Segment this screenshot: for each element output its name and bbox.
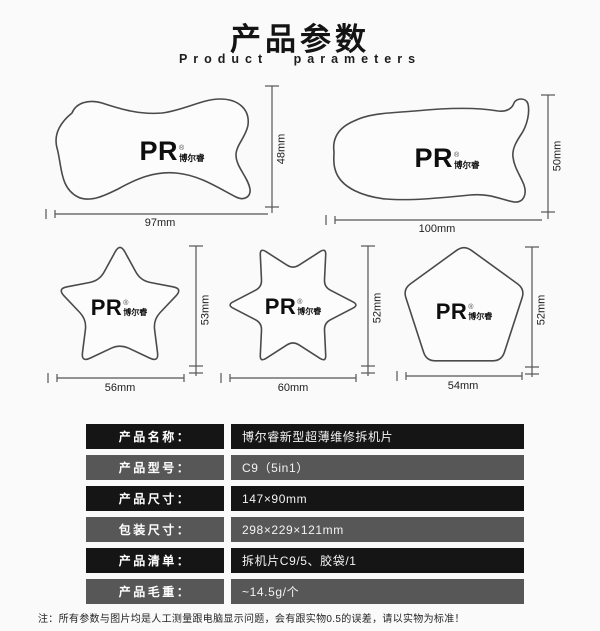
spec-label-model: 产品型号： bbox=[86, 455, 224, 480]
spec-label-gross-weight: 产品毛重： bbox=[86, 579, 224, 604]
dimension-pick-width bbox=[325, 215, 542, 225]
brand-logo-sub: 博尔睿 bbox=[297, 307, 322, 317]
table-row: 产品毛重： ~14.5g/个 bbox=[86, 579, 524, 604]
spec-value-product-name: 博尔睿新型超薄维修拆机片 bbox=[231, 424, 524, 449]
table-row: 产品名称： 博尔睿新型超薄维修拆机片 bbox=[86, 424, 524, 449]
dim-label-pick-width: 100mm bbox=[418, 223, 456, 235]
brand-logo-sub: 博尔睿 bbox=[468, 312, 493, 322]
brand-logo-tail: ® 博尔睿 bbox=[179, 145, 205, 163]
brand-logo-bone: PR ® 博尔睿 bbox=[139, 135, 205, 166]
page-title: 产品参数 bbox=[230, 22, 370, 57]
dimension-star5-height bbox=[189, 245, 203, 376]
dim-label-pentagon-width: 54mm bbox=[447, 380, 479, 392]
star5-shape bbox=[60, 246, 180, 361]
spec-value-gross-weight: ~14.5g/个 bbox=[231, 579, 524, 604]
brand-logo-star6: PR ® 博尔睿 bbox=[264, 293, 322, 319]
shape-diagrams bbox=[45, 85, 555, 383]
brand-logo-text: PR bbox=[414, 142, 453, 173]
registered-mark-icon: ® bbox=[123, 300, 129, 308]
brand-logo-pentagon: PR ® 博尔睿 bbox=[435, 298, 493, 324]
dimension-pick-height bbox=[541, 94, 555, 219]
spec-value-model: C9（5in1） bbox=[231, 455, 524, 480]
dimension-bone-height bbox=[265, 85, 279, 213]
table-row: 产品型号： C9（5in1） bbox=[86, 455, 524, 480]
footnote: 注：所有参数与图片均是人工测量跟电脑显示问题，会有跟实物0.5的误差，请以实物为… bbox=[38, 614, 465, 625]
table-row: 包装尺寸： 298×229×121mm bbox=[86, 517, 524, 542]
dim-label-star5-height: 53mm bbox=[199, 294, 212, 326]
brand-logo-tail: ® 博尔睿 bbox=[297, 299, 321, 316]
dim-label-pentagon-height: 52mm bbox=[535, 294, 548, 326]
dim-label-bone-width: 97mm bbox=[144, 217, 176, 229]
spec-value-packing-list: 拆机片C9/5、胶袋/1 bbox=[231, 548, 524, 573]
brand-logo-text: PR bbox=[90, 294, 123, 320]
brand-logo-sub: 博尔睿 bbox=[454, 159, 480, 170]
brand-logo-sub: 博尔睿 bbox=[179, 152, 205, 163]
registered-mark-icon: ® bbox=[454, 151, 460, 159]
registered-mark-icon: ® bbox=[297, 299, 303, 307]
spec-value-package-size: 298×229×121mm bbox=[231, 517, 524, 542]
brand-logo-text: PR bbox=[139, 135, 178, 166]
page-subtitle: Product parameters bbox=[178, 52, 422, 66]
registered-mark-icon: ® bbox=[179, 144, 185, 152]
brand-logo-tail: ® 博尔睿 bbox=[468, 304, 492, 321]
spec-label-product-name: 产品名称： bbox=[86, 424, 224, 449]
brand-logo-star5: PR ® 博尔睿 bbox=[90, 294, 148, 320]
table-row: 产品清单： 拆机片C9/5、胶袋/1 bbox=[86, 548, 524, 573]
dim-label-star5-width: 56mm bbox=[104, 382, 136, 394]
dim-label-star6-width: 60mm bbox=[277, 382, 309, 394]
dimension-pentagon-width bbox=[396, 371, 523, 381]
dimension-bone-width bbox=[45, 209, 268, 219]
brand-logo-pick: PR ® 博尔睿 bbox=[414, 142, 480, 173]
spec-label-product-size: 产品尺寸： bbox=[86, 486, 224, 511]
brand-logo-text: PR bbox=[264, 293, 297, 319]
pentagon-shape bbox=[404, 246, 524, 362]
spec-label-package-size: 包装尺寸： bbox=[86, 517, 224, 542]
spec-value-product-size: 147×90mm bbox=[231, 486, 524, 511]
dimension-star6-height bbox=[361, 245, 375, 376]
brand-logo-tail: ® 博尔睿 bbox=[123, 300, 147, 317]
dimension-pentagon-height bbox=[525, 246, 539, 377]
bone-pick-shape bbox=[55, 98, 251, 200]
dim-label-bone-height: 48mm bbox=[275, 133, 288, 165]
spec-table: 产品名称： 博尔睿新型超薄维修拆机片 产品型号： C9（5in1） 产品尺寸： … bbox=[86, 424, 524, 604]
brand-logo-text: PR bbox=[435, 298, 468, 324]
dim-label-pick-height: 50mm bbox=[551, 140, 564, 172]
spec-label-packing-list: 产品清单： bbox=[86, 548, 224, 573]
curved-pick-shape bbox=[332, 98, 530, 203]
brand-logo-sub: 博尔睿 bbox=[123, 308, 148, 318]
dimension-star5-width bbox=[47, 373, 185, 383]
star6-shape bbox=[229, 249, 357, 361]
brand-logo-tail: ® 博尔睿 bbox=[454, 152, 480, 170]
dim-label-star6-height: 52mm bbox=[371, 292, 384, 324]
registered-mark-icon: ® bbox=[468, 304, 474, 312]
dimension-star6-width bbox=[220, 373, 357, 383]
table-row: 产品尺寸： 147×90mm bbox=[86, 486, 524, 511]
